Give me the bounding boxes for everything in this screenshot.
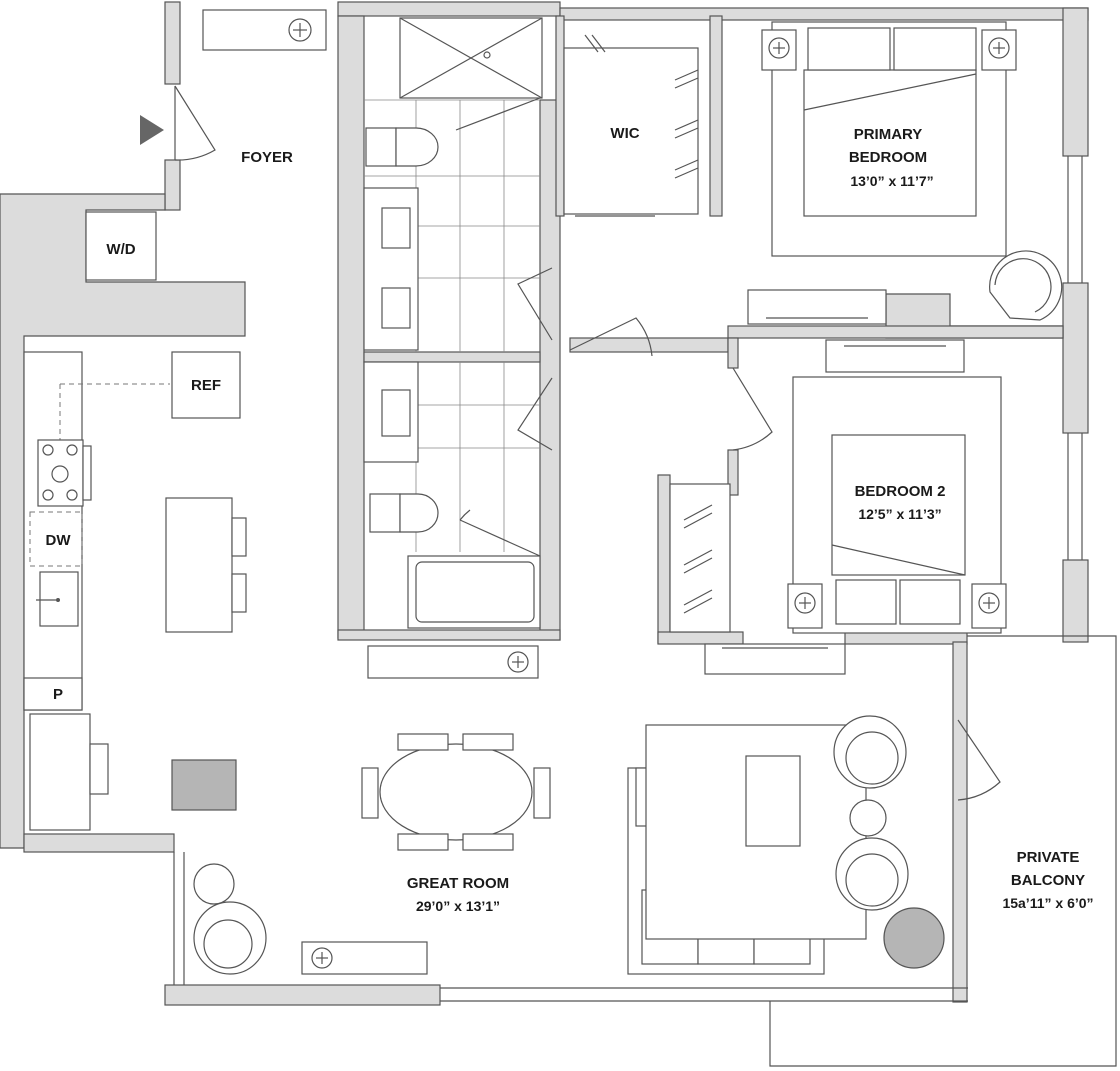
kitchen: DW P <box>23 351 247 831</box>
dw-label: DW <box>46 532 72 549</box>
wic-label: WIC <box>610 125 639 142</box>
primary-bedroom-dimensions: 13’0” x 11’7” <box>850 173 933 189</box>
primary-bedroom-label-2: BEDROOM <box>849 149 927 166</box>
primary-bedroom-label-1: PRIMARY <box>854 126 923 143</box>
foyer-closet <box>202 9 327 51</box>
washer-dryer: W/D <box>85 211 157 281</box>
bedroom-2-furniture: BEDROOM 2 12’5” x 11’3” <box>669 339 1007 634</box>
foyer-label: FOYER <box>241 149 293 166</box>
bedroom-2-label: BEDROOM 2 <box>855 483 946 500</box>
great-room-dimensions: 29’0” x 13’1” <box>416 898 500 914</box>
bathroom-second <box>363 361 541 629</box>
great-room-furniture: GREAT ROOM 29’0” x 13’1” <box>193 643 1001 975</box>
bath-doors[interactable] <box>517 267 553 451</box>
walls <box>0 1 1089 1006</box>
bedroom-2-dimensions: 12’5” x 11’3” <box>858 506 941 522</box>
pantry-label: P <box>53 686 63 703</box>
hall-doors[interactable] <box>569 317 773 451</box>
great-room-label: GREAT ROOM <box>407 875 509 892</box>
bathroom-primary <box>363 17 543 352</box>
balcony-outline <box>769 635 1117 1067</box>
walk-in-closet: WIC <box>563 34 699 217</box>
ref-label: REF <box>191 377 221 394</box>
primary-bedroom-furniture: PRIMARY BEDROOM 13’0” x 11’7” <box>747 21 1063 325</box>
balcony: PRIVATE BALCONY 15a’11” x 6’0” <box>1002 849 1093 911</box>
balcony-label-2: BALCONY <box>1011 872 1085 889</box>
refrigerator: REF <box>171 351 241 419</box>
windows <box>173 156 1083 1002</box>
entry-door[interactable] <box>174 85 216 161</box>
balcony-label-1: PRIVATE <box>1017 849 1080 866</box>
entry-arrow-icon <box>140 115 164 145</box>
wd-label: W/D <box>106 241 135 258</box>
balcony-dimensions: 15a’11” x 6’0” <box>1002 895 1093 911</box>
